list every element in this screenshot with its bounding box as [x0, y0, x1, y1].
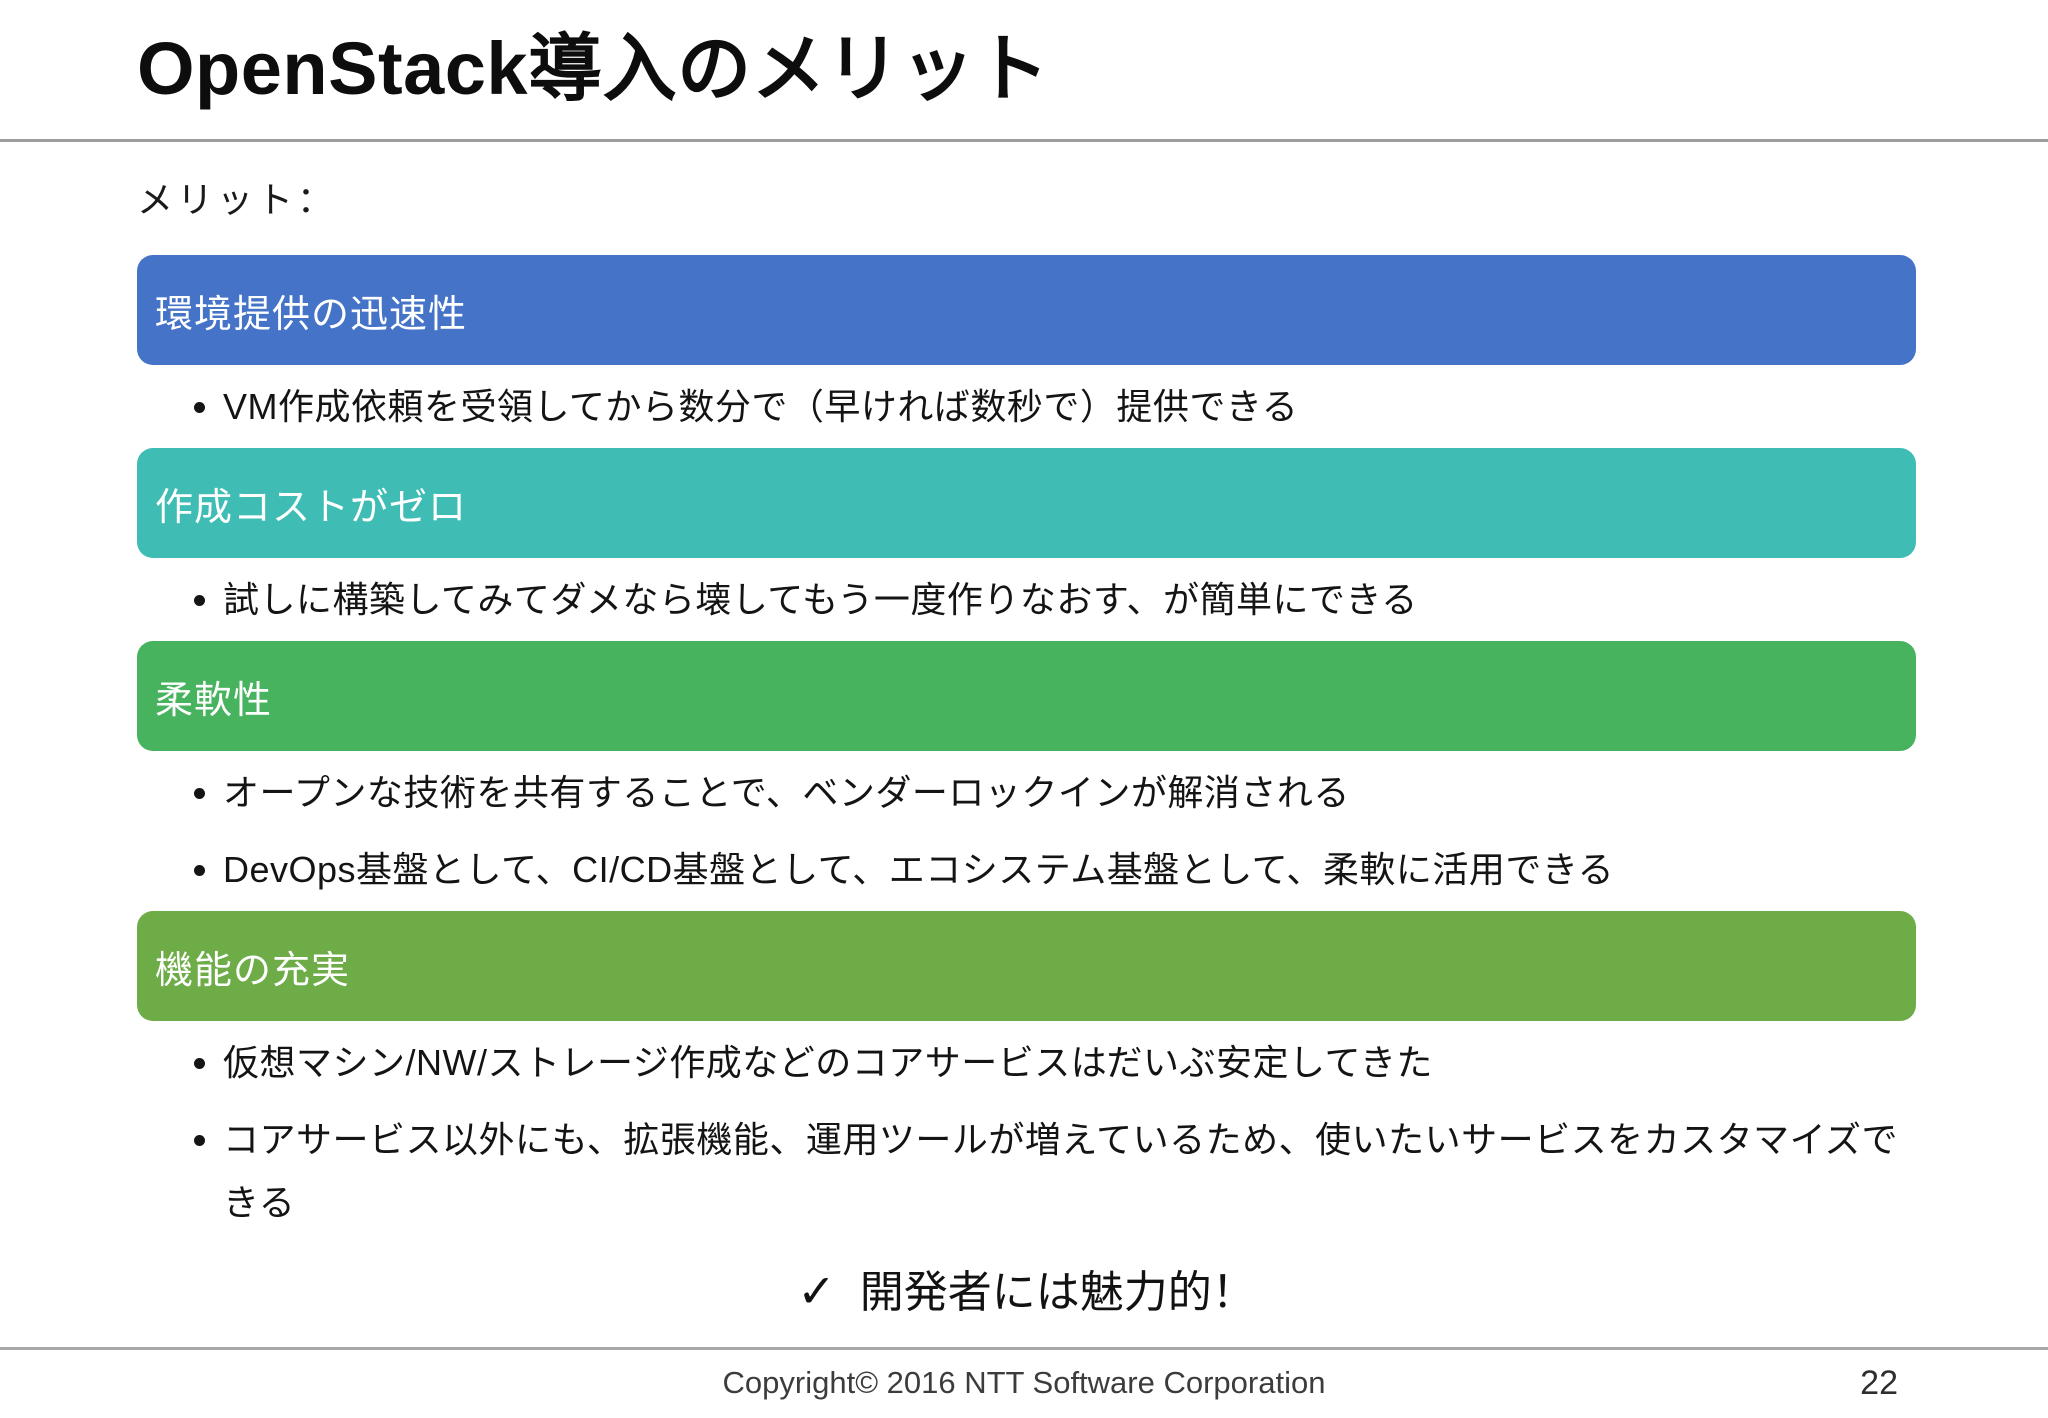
conclusion-line: ✓ 開発者には魅力的！ [137, 1262, 1916, 1322]
conclusion-text: 開発者には魅力的！ [859, 1268, 1256, 1317]
section-heading: 機能の充実 [155, 949, 351, 992]
section-banner: 機能の充実 [137, 911, 1916, 1021]
section-zero-cost: 作成コストがゼロ 試しに構築してみてダメなら壊してもう一度作りなおす、が簡単にで… [137, 448, 1916, 631]
section-rich-features: 機能の充実 仮想マシン/NW/ストレージ作成などのコアサービスはだいぶ安定してき… [137, 911, 1916, 1234]
section-banner: 作成コストがゼロ [137, 448, 1916, 558]
bullet-list: VM作成依頼を受領してから数分で（早ければ数秒で）提供できる [137, 375, 1916, 438]
check-icon: ✓ [797, 1265, 836, 1317]
section-heading: 柔軟性 [155, 679, 273, 722]
page-title: OpenStack導入のメリット [137, 27, 1050, 110]
section-rapid-provisioning: 環境提供の迅速性 VM作成依頼を受領してから数分で（早ければ数秒で）提供できる [137, 255, 1916, 438]
section-heading: 作成コストがゼロ [155, 486, 468, 529]
page-number: 22 [1860, 1364, 1898, 1402]
section-heading: 環境提供の迅速性 [155, 293, 468, 336]
bullet-item: VM作成依頼を受領してから数分で（早ければ数秒で）提供できる [223, 375, 1916, 438]
bullet-item: 試しに構築してみてダメなら壊してもう一度作りなおす、が簡単にできる [223, 568, 1916, 631]
slide-footer: Copyright© 2016 NTT Software Corporation… [0, 1347, 2048, 1418]
copyright-text: Copyright© 2016 NTT Software Corporation [722, 1365, 1326, 1400]
bullet-item: コアサービス以外にも、拡張機能、運用ツールが増えているため、使いたいサービスをカ… [223, 1108, 1916, 1234]
bullet-item: オープンな技術を共有することで、ベンダーロックインが解消される [223, 761, 1916, 824]
section-banner: 環境提供の迅速性 [137, 255, 1916, 365]
slide-header: OpenStack導入のメリット [0, 0, 2048, 142]
bullet-list: オープンな技術を共有することで、ベンダーロックインが解消される DevOps基盤… [137, 761, 1916, 901]
bullet-list: 試しに構築してみてダメなら壊してもう一度作りなおす、が簡単にできる [137, 568, 1916, 631]
section-banner: 柔軟性 [137, 641, 1916, 751]
intro-label: メリット： [137, 179, 338, 220]
slide-body: メリット： 環境提供の迅速性 VM作成依頼を受領してから数分で（早ければ数秒で）… [0, 179, 2048, 1322]
bullet-item: 仮想マシン/NW/ストレージ作成などのコアサービスはだいぶ安定してきた [223, 1031, 1916, 1094]
bullet-item: DevOps基盤として、CI/CD基盤として、エコシステム基盤として、柔軟に活用… [223, 838, 1916, 901]
section-flexibility: 柔軟性 オープンな技術を共有することで、ベンダーロックインが解消される DevO… [137, 641, 1916, 901]
bullet-list: 仮想マシン/NW/ストレージ作成などのコアサービスはだいぶ安定してきた コアサー… [137, 1031, 1916, 1234]
